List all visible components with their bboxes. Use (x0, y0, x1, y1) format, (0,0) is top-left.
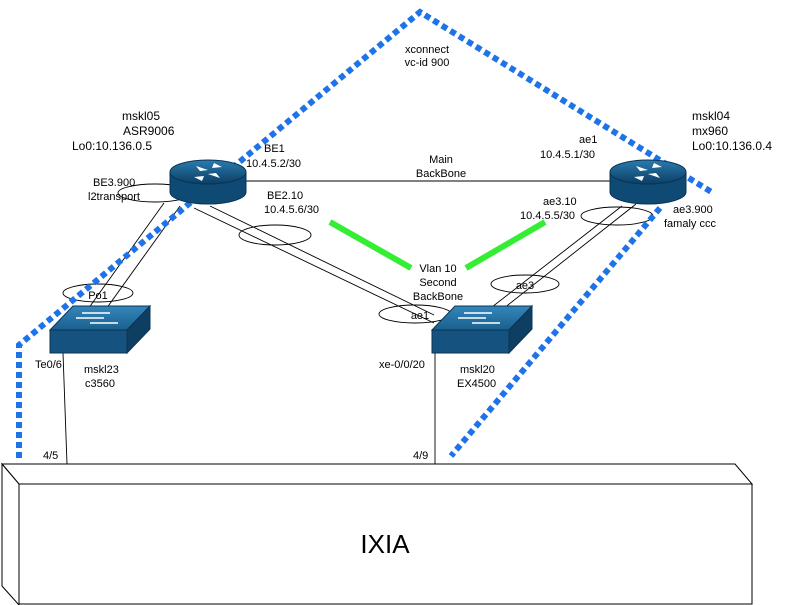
router-arrows-icon (194, 163, 222, 181)
router-mskl04[interactable] (609, 159, 687, 205)
mskl04-mskl20-link-b (482, 205, 623, 315)
be3-900-name: BE3.900 (93, 177, 135, 189)
switch-mskl20[interactable] (430, 304, 534, 355)
mskl04-loopback: Lo0:10.136.0.4 (692, 139, 772, 153)
ae1-switch-label: ae1 (411, 310, 429, 322)
switch-arrows-icon (76, 312, 118, 324)
vc-id-label: vc-id 900 (405, 57, 450, 69)
ae3-switch-label: ae3 (516, 280, 534, 292)
switch-mskl23[interactable] (48, 304, 152, 355)
ixia-chassis: IXIA (0, 462, 754, 605)
vlan-highlight-left (328, 219, 413, 271)
be1-name: BE1 (264, 143, 285, 155)
be1-ip: 10.4.5.2/30 (246, 158, 301, 170)
te0-6-label: Te0/6 (35, 359, 62, 371)
ae3-bundle-ellipse (490, 274, 560, 294)
vlan-highlight-right (464, 219, 547, 271)
second-label: Second (419, 277, 456, 289)
be3-900-mode: l2transport (88, 191, 140, 203)
mskl23-model: c3560 (85, 378, 115, 390)
ae3-10-name: ae3.10 (543, 196, 577, 208)
mskl20-name: mskl20 (460, 364, 495, 376)
ae3-900-mode: famaly ccc (664, 218, 716, 230)
ae3-10-ip: 10.4.5.5/30 (520, 210, 575, 222)
mskl05-loopback: Lo0:10.136.0.5 (72, 139, 152, 153)
vlan-label: Vlan 10 (419, 263, 456, 275)
be2-bundle-ellipse (238, 224, 312, 246)
mskl23-name: mskl23 (84, 364, 119, 376)
mskl05-mskl20-link-a (209, 205, 435, 316)
router-mskl05[interactable] (169, 159, 247, 205)
xconnect-path-right (448, 206, 663, 458)
po1-label: Po1 (88, 290, 108, 302)
mskl23-ixia-link (62, 352, 68, 465)
vlan-highlight (328, 219, 547, 271)
mskl05-name: mskl05 (122, 109, 160, 123)
xconnect-label: xconnect (405, 44, 449, 56)
main-label: Main (429, 154, 453, 166)
ae1-router-ip: 10.4.5.1/30 (540, 149, 595, 161)
be2-10-name: BE2.10 (267, 190, 303, 202)
port-4-5-label: 4/5 (43, 450, 58, 462)
ae1-router-name: ae1 (579, 134, 597, 146)
mskl04-model: mx960 (692, 124, 728, 138)
second-backbone-label: BackBone (413, 291, 463, 303)
ixia-label: IXIA (360, 529, 410, 559)
po1-bundle-ellipse (62, 283, 134, 303)
mskl20-model: EX4500 (457, 378, 496, 390)
port-4-9-label: 4/9 (413, 450, 428, 462)
mskl05-model: ASR9006 (123, 124, 175, 138)
mskl04-mskl20-link-a (493, 203, 637, 317)
backbone-label: BackBone (416, 168, 466, 180)
xconnect-path (16, 8, 715, 458)
switch-arrows-icon (458, 312, 500, 324)
ae3-900-name: ae3.900 (673, 204, 713, 216)
be2-10-ip: 10.4.5.6/30 (264, 204, 319, 216)
mskl05-mskl20-link-b (193, 207, 435, 324)
router-arrows-icon (634, 163, 662, 181)
xe-0-0-20-label: xe-0/0/20 (379, 359, 425, 371)
mskl04-name: mskl04 (692, 109, 730, 123)
labels: xconnect vc-id 900 mskl05 ASR9006 Lo0:10… (35, 44, 772, 462)
